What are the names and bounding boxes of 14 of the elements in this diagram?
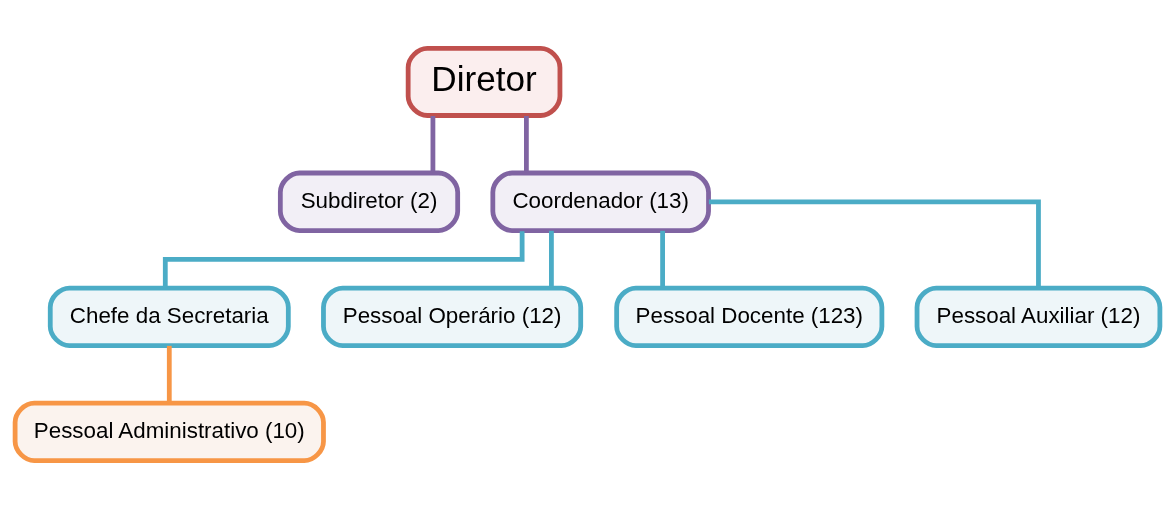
node-box: Coordenador (13): [490, 170, 711, 233]
connector: [166, 345, 172, 402]
connector: [660, 230, 665, 287]
node-box: Diretor: [405, 45, 563, 118]
connector: [549, 230, 554, 287]
node-box: Subdiretor (2): [277, 170, 461, 233]
node-box: Chefe da Secretaria: [47, 285, 291, 348]
connector: [430, 115, 436, 173]
node-box: Pessoal Docente (123): [614, 285, 885, 348]
connector: [708, 198, 1041, 288]
node-box: Pessoal Administrativo (10): [12, 400, 326, 463]
node-box: Pessoal Operário (12): [321, 285, 584, 348]
node-box: Pessoal Auxiliar (12): [914, 285, 1163, 348]
connector: [524, 115, 529, 173]
